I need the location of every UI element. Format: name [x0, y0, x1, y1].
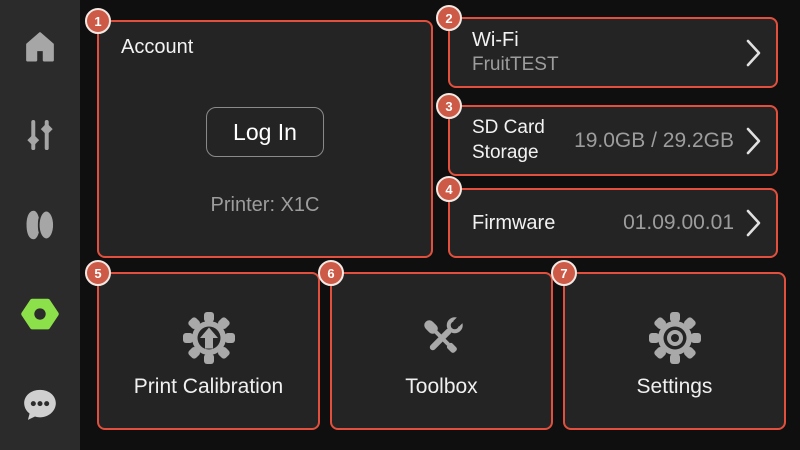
annotation-badge-3: 3 — [436, 93, 462, 119]
sidebar-item-adjust[interactable] — [16, 114, 64, 162]
sd-card-row[interactable]: 3 SD Card Storage 19.0GB / 29.2GB — [436, 93, 778, 176]
chevron-right-icon — [746, 127, 762, 155]
annotation-badge-6: 6 — [318, 260, 344, 286]
chevron-right-icon — [746, 39, 762, 67]
toolbox-tile[interactable]: 6 Toolbox — [318, 260, 553, 430]
firmware-version: 01.09.00.01 — [623, 211, 734, 234]
login-button[interactable]: Log In — [206, 107, 324, 157]
annotation-badge-2: 2 — [436, 5, 462, 31]
wifi-row[interactable]: 2 Wi-Fi FruitTEST — [436, 5, 778, 88]
sidebar-item-utilities[interactable] — [16, 293, 64, 341]
home-icon — [21, 27, 59, 70]
chevron-right-icon — [746, 209, 762, 237]
firmware-row[interactable]: 4 Firmware 01.09.00.01 — [436, 176, 778, 258]
hex-nut-icon — [19, 293, 61, 340]
filament-spool-icon — [21, 206, 59, 249]
annotation-badge-4: 4 — [436, 176, 462, 202]
sd-card-usage: 19.0GB / 29.2GB — [574, 128, 734, 152]
gear-icon — [647, 310, 703, 371]
sliders-icon — [21, 116, 59, 159]
chat-bubble-icon — [20, 384, 60, 429]
sd-card-title: SD Card Storage — [472, 116, 545, 163]
settings-tile[interactable]: 7 Settings — [551, 260, 786, 430]
annotation-badge-1: 1 — [85, 8, 111, 34]
annotation-badge-5: 5 — [85, 260, 111, 286]
firmware-title: Firmware — [472, 211, 556, 234]
wifi-network-name: FruitTEST — [472, 54, 559, 76]
sidebar — [0, 0, 80, 450]
sidebar-item-home[interactable] — [16, 24, 64, 72]
account-title: Account — [121, 36, 194, 58]
settings-label: Settings — [636, 375, 713, 398]
annotation-badge-7: 7 — [551, 260, 577, 286]
sidebar-item-filament[interactable] — [16, 203, 64, 251]
toolbox-label: Toolbox — [405, 375, 478, 398]
printer-model-label: Printer: X1C — [210, 194, 320, 216]
gear-up-arrow-icon — [181, 310, 237, 371]
account-card: 1 Account Log In Printer: X1C — [85, 8, 433, 258]
sidebar-item-messages[interactable] — [16, 382, 64, 430]
wifi-title: Wi-Fi — [472, 29, 519, 52]
tools-icon — [414, 310, 470, 371]
print-calibration-tile[interactable]: 5 Print Calibration — [85, 260, 320, 430]
print-calibration-label: Print Calibration — [133, 375, 284, 398]
